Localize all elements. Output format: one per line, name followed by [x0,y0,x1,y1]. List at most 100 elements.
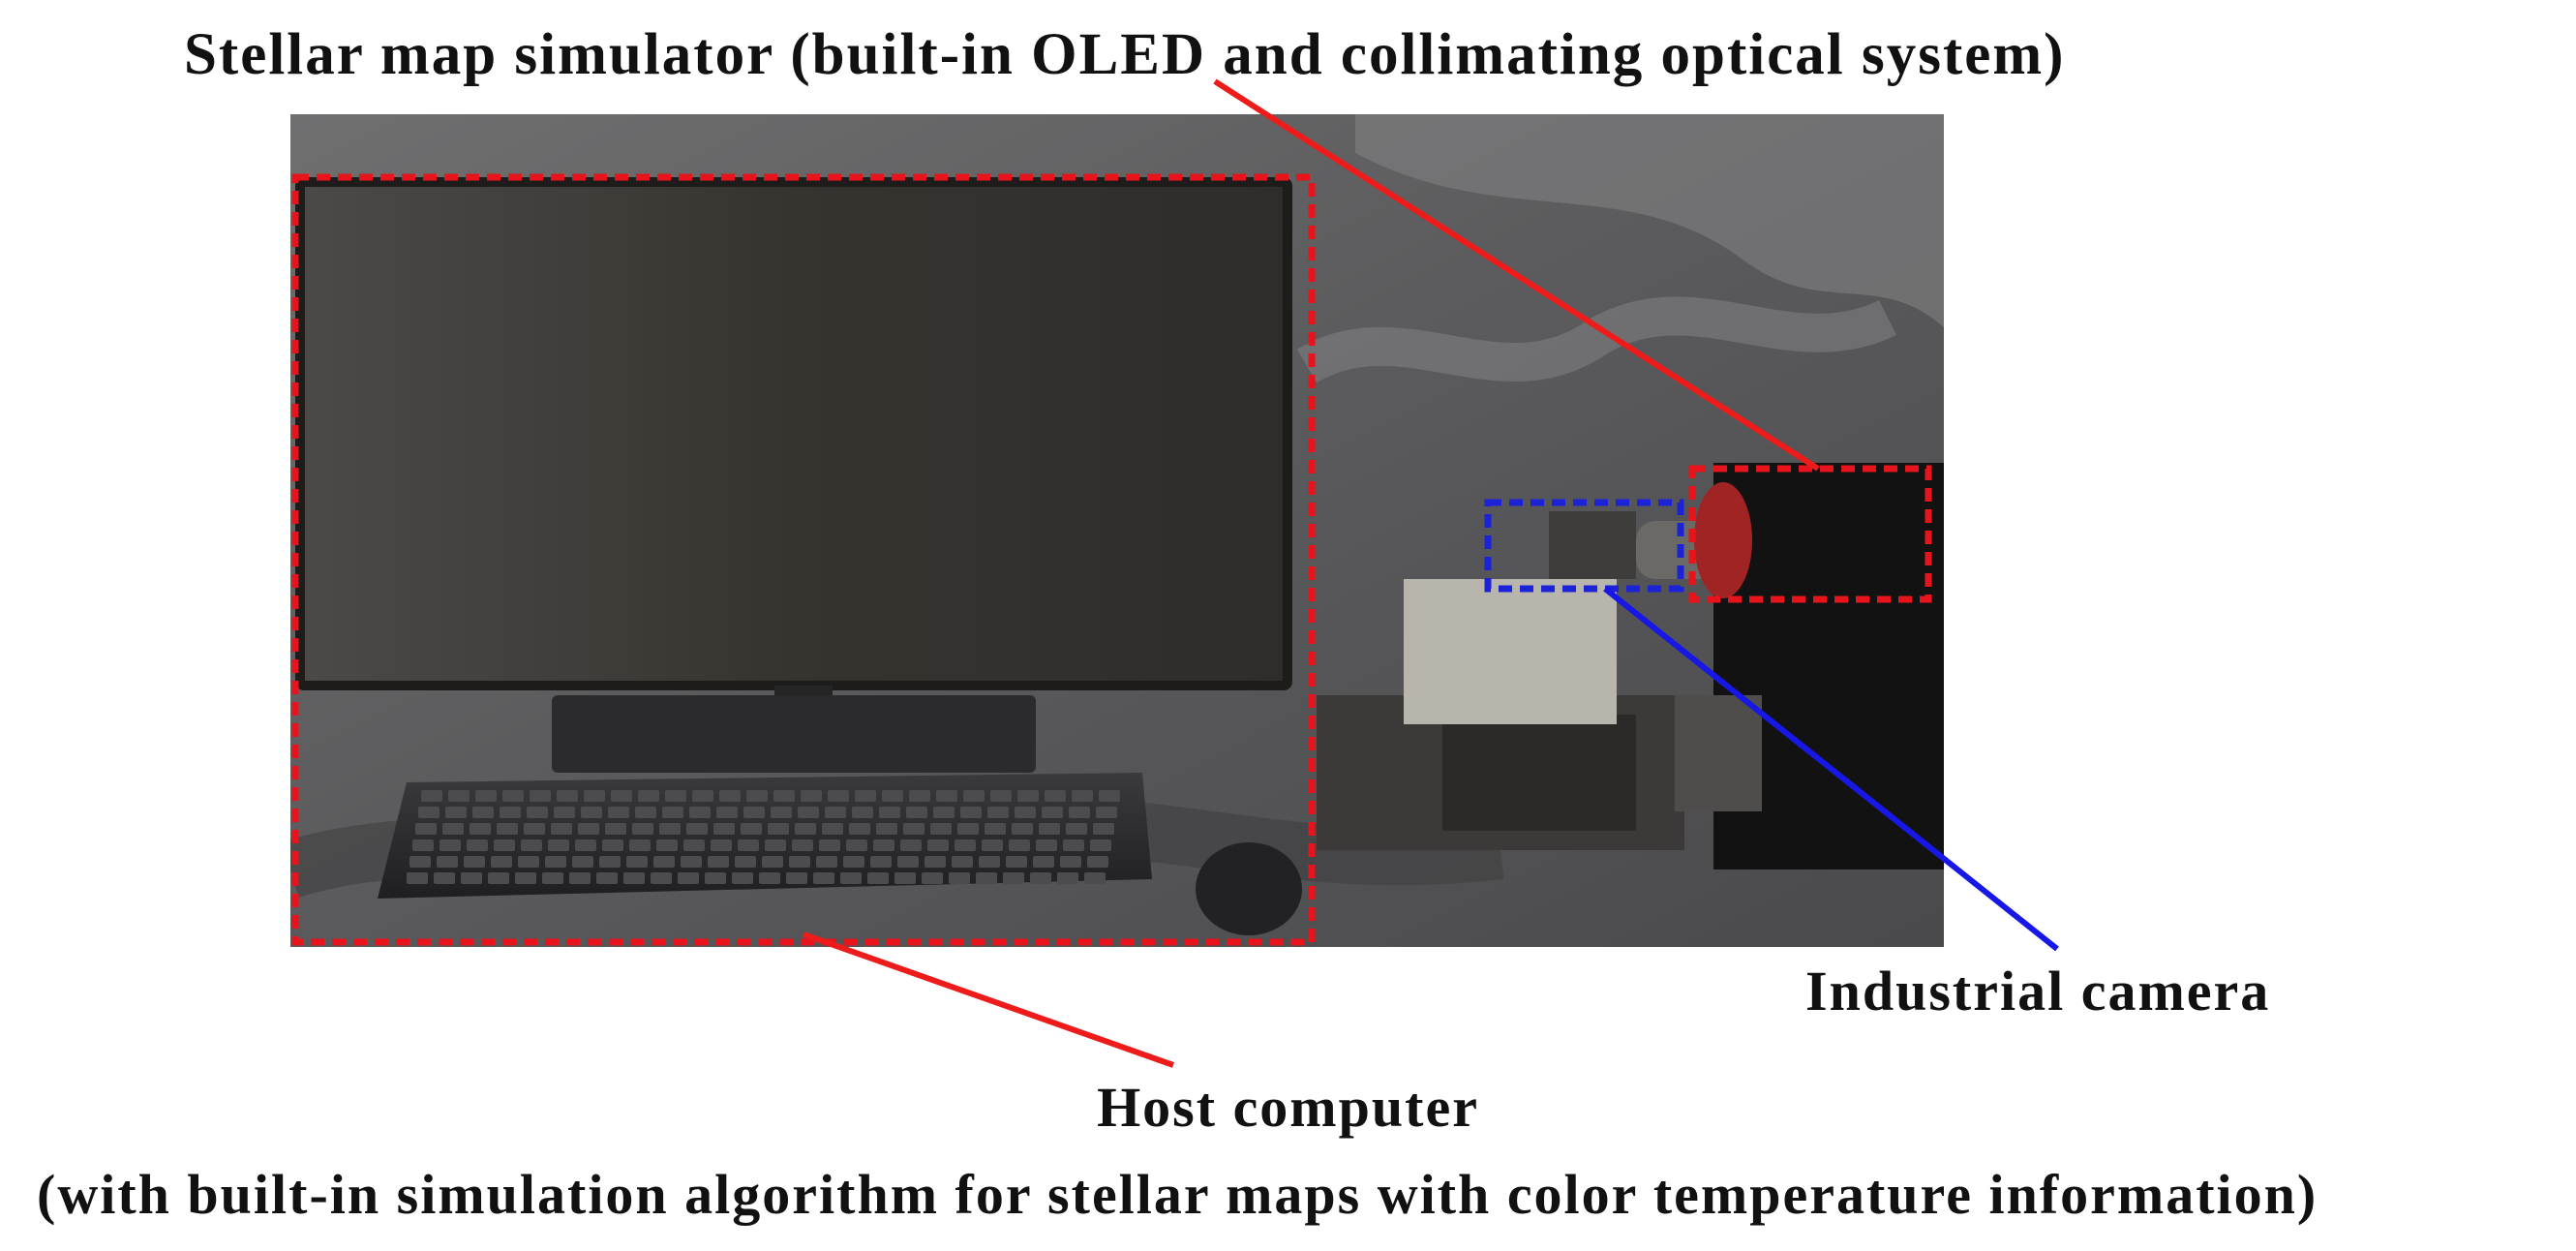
keyboard-key [1090,839,1111,851]
keyboard-key [765,839,786,851]
keyboard-key [605,823,626,835]
keyboard-key [623,872,645,884]
keyboard-key [575,839,596,851]
keyboard-key [656,839,678,851]
keyboard-key [659,823,681,835]
keyboard-key [711,839,732,851]
keyboard-key [982,839,1003,851]
keyboard-key [933,807,955,818]
keyboard-key [719,790,741,802]
keyboard-key [759,872,780,884]
keyboard-key [1084,872,1106,884]
keyboard-key [816,856,837,868]
keyboard-key [662,807,683,818]
keyboard-key [840,872,862,884]
keyboard-key [434,872,455,884]
simulator-leader-line [1213,78,1820,472]
keyboard-key [976,872,997,884]
keyboard-key [909,790,930,802]
keyboard-key [437,856,458,868]
keyboard-key [852,807,873,818]
keyboard-key [678,872,699,884]
keyboard-key [985,823,1006,835]
keyboard-key [683,839,705,851]
keyboard-key [825,807,846,818]
keyboard-key [554,807,575,818]
keyboard-key [716,807,738,818]
keyboard-key [472,807,494,818]
keyboard-key [665,790,686,802]
keyboard-key [930,823,952,835]
keyboard-key [798,807,819,818]
keyboard-key [464,856,485,868]
keyboard-key [599,856,621,868]
keyboard-key [789,856,810,868]
keyboard-key [542,872,563,884]
keyboard-key [1015,807,1036,818]
keyboard-key [876,823,897,835]
keyboard-key [418,807,439,818]
keyboard-key [1066,823,1087,835]
keyboard-key [1072,790,1093,802]
keyboard-key [897,856,919,868]
keyboard-key [741,823,762,835]
keyboard-key [527,807,548,818]
camera-leader-line [1603,586,2059,952]
keyboard-key [963,790,985,802]
keyboard-key [1045,790,1066,802]
keyboard-key [990,790,1012,802]
keyboard-key [445,807,467,818]
keyboard-key [545,856,566,868]
keyboard-key [846,839,867,851]
keyboard-key [955,839,976,851]
keyboard-key [524,823,545,835]
keyboard-key [795,823,816,835]
keyboard-key [813,872,834,884]
keyboard-key [1003,872,1024,884]
keyboard [378,773,1152,899]
keyboard-key [569,872,591,884]
keyboard-key [502,790,524,802]
mouse [1196,842,1302,935]
keyboard-key [792,839,813,851]
keyboard-key [738,839,759,851]
keyboard-key [743,807,765,818]
cloth-fold [1296,296,1896,383]
keyboard-key [602,839,623,851]
keyboard-key [461,872,482,884]
keyboard-key [578,823,599,835]
keyboard-key [1063,839,1084,851]
keyboard-key [638,790,659,802]
keyboard-key [1009,839,1030,851]
keyboard-key [1057,872,1078,884]
keyboard-key [746,790,768,802]
host-leader-line [803,931,1174,1068]
keyboard-key [822,823,843,835]
keyboard-key [849,823,870,835]
keyboard-key [1069,807,1090,818]
keyboard-key [497,823,518,835]
keyboard-key [768,823,789,835]
keyboard-key [439,839,461,851]
keyboard-key [708,856,729,868]
keyboard-key [1039,823,1060,835]
keyboard-key [651,872,672,884]
keyboard-key [421,790,442,802]
keyboard-key [475,790,497,802]
keyboard-key [936,790,957,802]
keyboard-key [629,839,651,851]
keyboard-key [773,790,795,802]
keyboard-key [584,790,605,802]
keyboard-key [1096,807,1117,818]
monitor-stand-base [552,695,1036,773]
keyboard-key [732,872,753,884]
keyboard-key [828,790,849,802]
keyboard-key [581,807,602,818]
keyboard-key [608,807,629,818]
keyboard-key [979,856,1000,868]
host-computer-box [291,173,1316,946]
keyboard-key [1030,872,1051,884]
keyboard-key [467,839,488,851]
keyboard-key [843,856,864,868]
